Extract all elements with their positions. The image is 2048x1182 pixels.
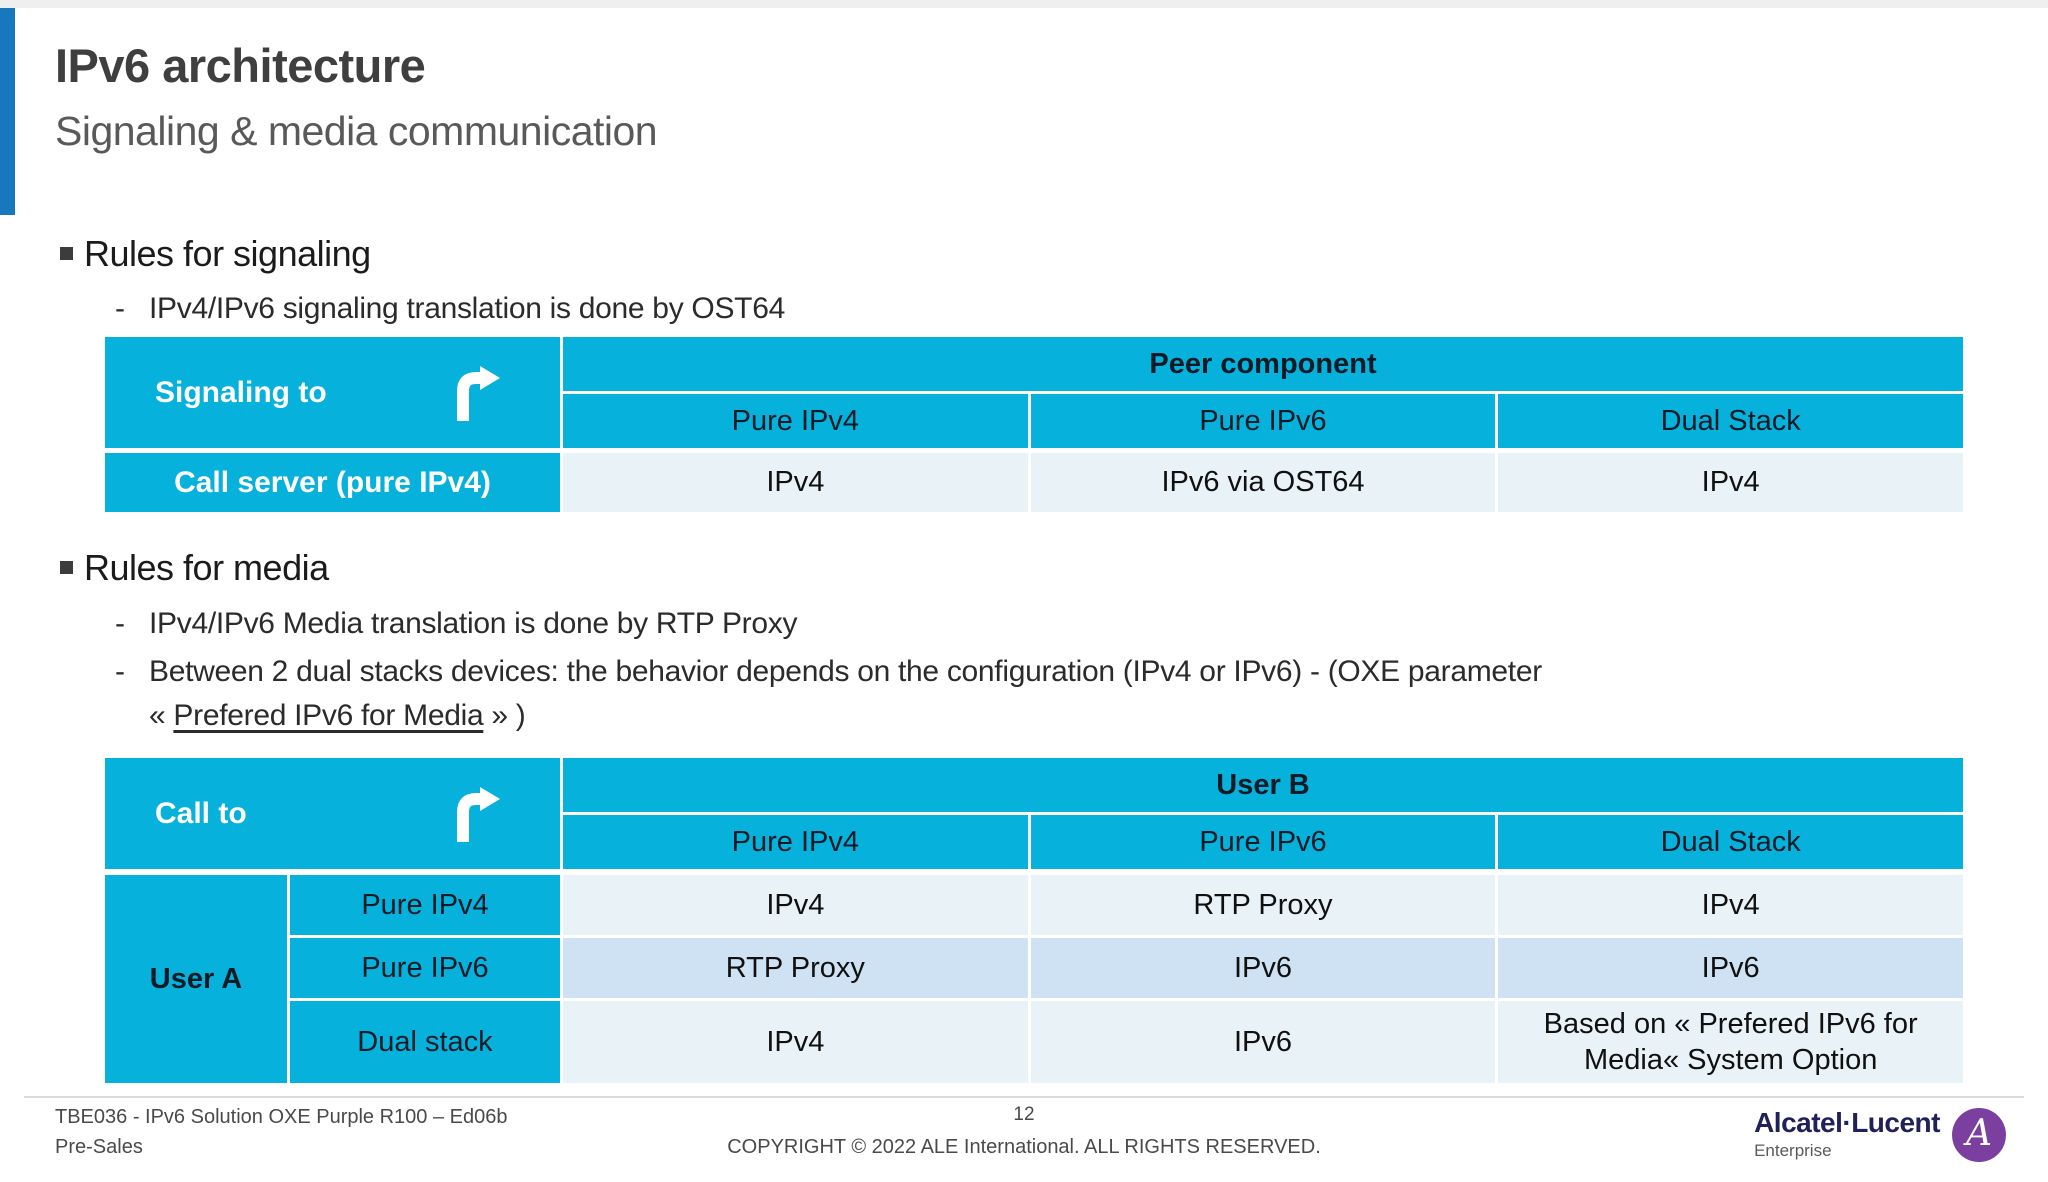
- media-col-header: Dual Stack: [1498, 815, 1964, 869]
- signaling-cell: IPv4: [563, 453, 1028, 512]
- media-corner-label: Call to: [155, 796, 247, 830]
- footer-doc-ref: TBE036 - IPv6 Solution OXE Purple R100 –…: [55, 1106, 508, 1128]
- signaling-bullet: -IPv4/IPv6 signaling translation is done…: [115, 292, 785, 326]
- top-edge-strip: [0, 0, 2048, 8]
- media-bullet-2-line1: -Between 2 dual stacks devices: the beha…: [115, 655, 1542, 689]
- media-row-label: Pure IPv6: [290, 938, 560, 998]
- signaling-col-header: Pure IPv4: [563, 394, 1028, 448]
- logo-brand-text: Alcatel·Lucent: [1754, 1107, 1940, 1138]
- signaling-cell: IPv6 via OST64: [1030, 453, 1496, 512]
- footer-copyright: COPYRIGHT © 2022 ALE International. ALL …: [727, 1136, 1321, 1158]
- media-cell: RTP Proxy: [563, 938, 1028, 998]
- media-heading: Rules for media: [84, 547, 329, 588]
- signaling-table-corner: Signaling to: [105, 337, 560, 448]
- media-row-label: Dual stack: [290, 1001, 560, 1083]
- dash-bullet: -: [115, 607, 125, 640]
- guillemet-close: » ): [483, 699, 526, 732]
- media-bullet-2-line2: « Prefered IPv6 for Media » ): [149, 699, 526, 733]
- page-title: IPv6 architecture: [55, 39, 426, 92]
- media-table-corner: Call to: [105, 758, 560, 869]
- bullet-square-icon: [60, 247, 73, 260]
- footer-department: Pre-Sales: [55, 1136, 143, 1158]
- media-cell: IPv4: [1498, 875, 1963, 935]
- media-cell: IPv6: [1030, 1001, 1496, 1083]
- media-cell: IPv6: [1030, 938, 1496, 998]
- signaling-corner-label: Signaling to: [155, 375, 327, 409]
- turn-right-arrow-icon: [457, 786, 500, 842]
- bullet-square-icon: [60, 561, 73, 574]
- signaling-group-header: Peer component: [563, 337, 1963, 391]
- media-row-group-label: User A: [105, 875, 287, 1083]
- signaling-row-label: Call server (pure IPv4): [105, 453, 560, 512]
- table-row: Call server (pure IPv4) IPv4 IPv6 via OS…: [105, 453, 1964, 512]
- logo-sub-text: Enterprise: [1754, 1141, 1832, 1160]
- signaling-col-header: Pure IPv6: [1030, 394, 1496, 448]
- media-group-header: User B: [563, 758, 1963, 812]
- media-cell: IPv4: [563, 1001, 1028, 1083]
- media-col-header: Pure IPv4: [563, 815, 1028, 869]
- page-subtitle: Signaling & media communication: [55, 108, 658, 154]
- signaling-col-header: Dual Stack: [1498, 394, 1964, 448]
- dash-bullet: -: [115, 292, 125, 325]
- media-col-header: Pure IPv6: [1030, 815, 1496, 869]
- signaling-bullet-text: IPv4/IPv6 signaling translation is done …: [149, 292, 785, 325]
- footer-divider: [24, 1096, 2024, 1098]
- media-cell: IPv4: [563, 875, 1028, 935]
- turn-right-arrow-icon: [457, 365, 500, 421]
- media-cell: Based on « Prefered IPv6 for Media« Syst…: [1498, 1001, 1963, 1083]
- signaling-cell: IPv4: [1498, 453, 1964, 512]
- guillemet-open: «: [149, 699, 174, 732]
- media-row-label: Pure IPv4: [290, 875, 560, 935]
- media-cell: RTP Proxy: [1030, 875, 1496, 935]
- media-bullet-2-text: Between 2 dual stacks devices: the behav…: [149, 655, 1542, 688]
- signaling-table: Signaling to Peer component Pure IPv4 Pu…: [105, 337, 1964, 512]
- page-number: 12: [1013, 1104, 1035, 1125]
- alcatel-lucent-emblem-icon: A: [1952, 1108, 2006, 1162]
- media-bullet-1: -IPv4/IPv6 Media translation is done by …: [115, 607, 797, 641]
- media-table: Call to User B Pure IPv4 Pure IPv6 Dual …: [105, 758, 1964, 1083]
- signaling-heading: Rules for signaling: [84, 233, 371, 274]
- media-cell: IPv6: [1498, 938, 1963, 998]
- dash-bullet: -: [115, 655, 125, 688]
- accent-bar: [0, 8, 15, 215]
- media-bullet-1-text: IPv4/IPv6 Media translation is done by R…: [149, 607, 798, 640]
- alcatel-lucent-logo: Alcatel·Lucent Enterprise A: [1754, 1108, 2006, 1162]
- prefered-ipv6-parameter: Prefered IPv6 for Media: [173, 699, 484, 732]
